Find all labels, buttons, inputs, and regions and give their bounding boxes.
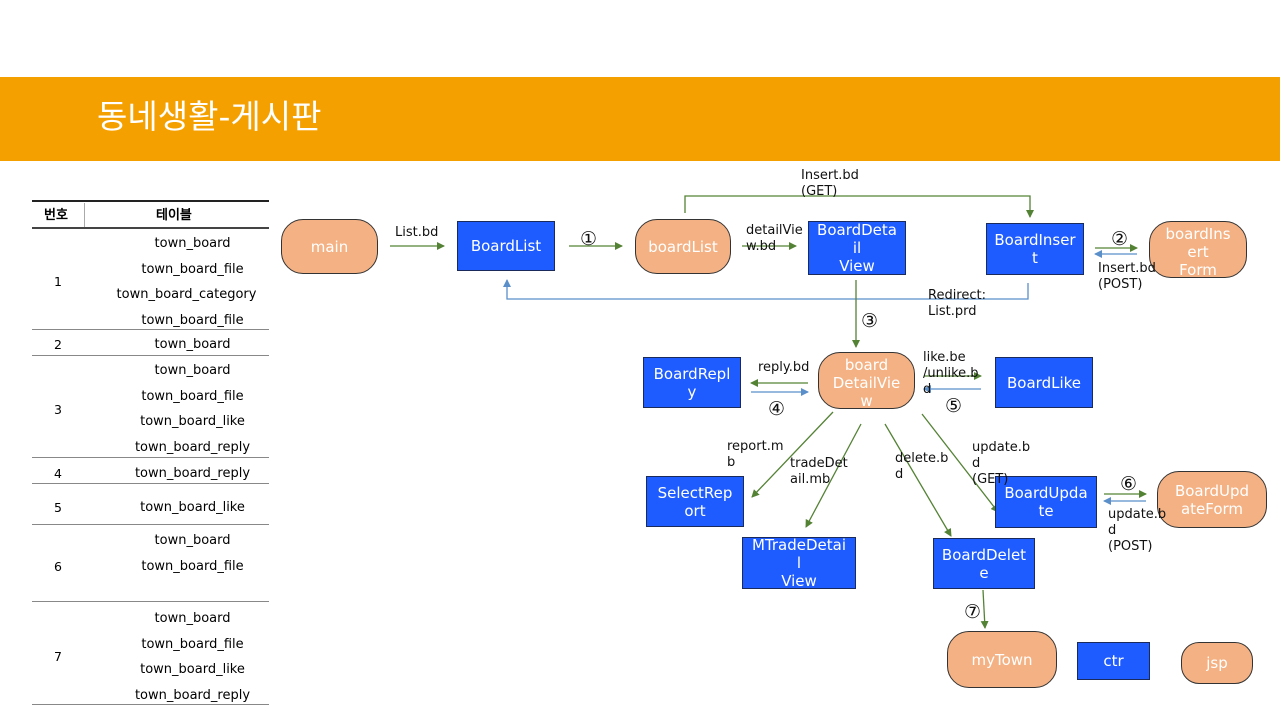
arrow-insert-get xyxy=(684,195,1034,218)
node-mtradedetailview-ctr: MTradeDetai l View xyxy=(742,537,856,589)
step-7: ⑦ xyxy=(964,601,982,623)
step-5: ⑤ xyxy=(945,395,963,417)
slide-title: 동네생활-게시판 xyxy=(97,97,322,136)
table-top-rule xyxy=(32,200,269,202)
label-report-mb: report.m b xyxy=(727,439,784,470)
table-name: town_board_file xyxy=(141,313,244,328)
node-boarddetailview-ctr: BoardDeta il View xyxy=(808,221,906,275)
node-boardinsert-ctr: BoardInser t xyxy=(986,223,1084,275)
label-reply-bd: reply.bd xyxy=(758,360,810,375)
table-name: town_board_file xyxy=(141,262,244,277)
table-header-table: 테이블 xyxy=(156,208,192,223)
node-mytown-jsp: myTown xyxy=(947,631,1057,688)
node-boardreply-ctr: BoardRepl y xyxy=(643,357,741,408)
arrow-update-get xyxy=(921,413,999,513)
table-name: town_board xyxy=(154,533,231,548)
group-number: 3 xyxy=(54,402,62,417)
label-update-get: update.b d (GET) xyxy=(972,440,1031,487)
node-boardlist-ctr: BoardList xyxy=(457,221,555,271)
table-header-divider xyxy=(84,203,85,227)
group-number: 6 xyxy=(54,559,62,574)
group-number: 7 xyxy=(54,649,62,664)
table-name: town_board_file xyxy=(141,637,244,652)
table-name: town_board_category xyxy=(116,287,257,302)
arrow-redirect-list xyxy=(503,279,1029,300)
node-selectreport-ctr: SelectRep ort xyxy=(646,476,744,527)
label-insert-post: Insert.bd (POST) xyxy=(1098,261,1156,292)
node-boardlist-jsp: boardList xyxy=(635,219,731,274)
arrow-tradedetail xyxy=(805,423,862,528)
step-2: ② xyxy=(1111,228,1129,250)
table-name: town_board_file xyxy=(141,559,244,574)
node-boardupdateform-jsp: BoardUpd ateForm xyxy=(1157,471,1267,528)
legend-ctr: ctr xyxy=(1077,642,1150,680)
group-number: 5 xyxy=(54,500,62,515)
step-3: ③ xyxy=(861,310,879,332)
label-insert-get: Insert.bd (GET) xyxy=(801,168,859,199)
label-delete-bd: delete.b d xyxy=(895,451,949,482)
arrow-delete xyxy=(884,423,952,537)
table-name: town_board_reply xyxy=(134,440,251,455)
table-group-5: 5 town_board_like xyxy=(32,484,269,525)
step-6: ⑥ xyxy=(1120,473,1138,495)
table-group-7: 7 town_board town_board_file town_board_… xyxy=(32,602,269,705)
title-banner xyxy=(0,77,1280,161)
step-4: ④ xyxy=(768,398,786,420)
label-redirect: Redirect: List.prd xyxy=(928,288,986,319)
node-boardupdate-ctr: BoardUpda te xyxy=(995,476,1097,528)
group-number: 1 xyxy=(54,274,62,289)
label-tradedetail-mb: tradeDet ail.mb xyxy=(790,456,848,487)
table-header-rule xyxy=(32,227,269,229)
label-list-bd: List.bd xyxy=(395,225,439,240)
arrow-delete-to-mytown xyxy=(980,589,989,629)
table-name: town_board_like xyxy=(140,500,245,515)
node-boarddelete-ctr: BoardDelet e xyxy=(933,538,1035,589)
step-1: ① xyxy=(580,228,598,250)
group-number: 4 xyxy=(54,466,62,481)
node-boardlike-ctr: BoardLike xyxy=(995,357,1093,408)
table-name: town_board_reply xyxy=(134,466,251,481)
table-group-6: 6 town_board town_board_file xyxy=(32,525,269,602)
table-name: town_board_like xyxy=(140,414,245,429)
table-header-number: 번호 xyxy=(44,208,68,223)
label-update-post: update.b d (POST) xyxy=(1108,507,1167,554)
table-name: town_board xyxy=(154,236,231,251)
arrow-report xyxy=(751,411,834,498)
node-main-jsp: main xyxy=(281,219,378,274)
table-name: town_board_like xyxy=(140,662,245,677)
table-name: town_board xyxy=(154,337,231,352)
table-group-1: 1 town_board town_board_file town_board_… xyxy=(32,228,269,330)
label-like-bd: like.be /unlike.b d xyxy=(923,350,979,397)
table-group-4: 4 town_board_reply xyxy=(32,458,269,484)
table-group-3: 3 town_board town_board_file town_board_… xyxy=(32,356,269,458)
table-name: town_board_reply xyxy=(134,688,251,703)
group-number: 2 xyxy=(54,337,62,352)
label-detailview-bd: detailVie w.bd xyxy=(746,223,803,254)
legend-jsp: jsp xyxy=(1181,642,1253,684)
node-boarddetailview-jsp: board DetailVie w xyxy=(818,352,915,409)
table-name: town_board xyxy=(154,611,231,626)
node-boardinsertform-jsp: boardIns ert Form xyxy=(1149,221,1247,278)
table-name: town_board xyxy=(154,363,231,378)
table-name: town_board_file xyxy=(141,389,244,404)
table-group-2: 2 town_board xyxy=(32,330,269,356)
